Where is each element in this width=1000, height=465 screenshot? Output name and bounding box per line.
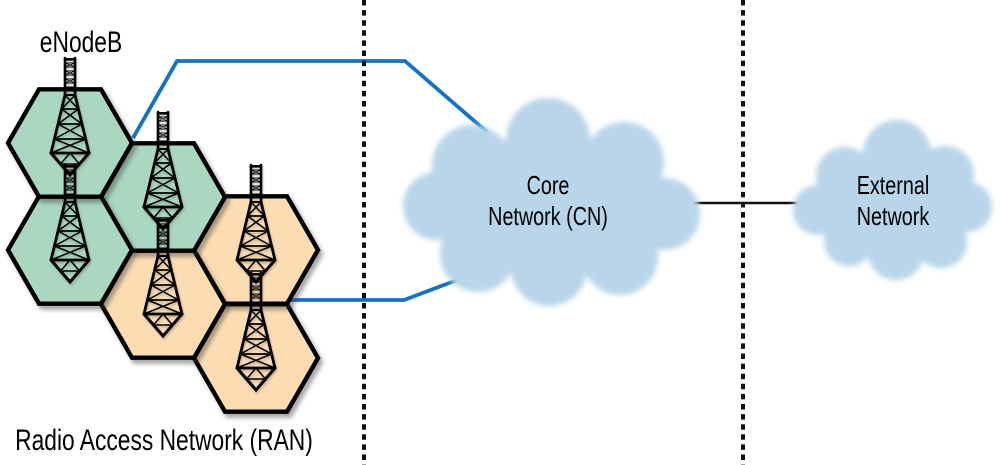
backhaul-link-bottom xyxy=(288,272,474,302)
external-network-cloud xyxy=(793,120,992,280)
boundary-dividers xyxy=(362,0,745,465)
backhaul-link-top xyxy=(131,59,489,139)
ran-label: Radio Access Network (RAN) xyxy=(15,424,313,457)
external-network-label-line1: External xyxy=(856,170,930,200)
external-network-label-line2: Network xyxy=(856,201,930,231)
external-network-label: External Network xyxy=(857,170,929,232)
core-network-label-line1: Core xyxy=(526,170,570,200)
core-network-label: Core Network (CN) xyxy=(488,170,608,232)
core-network-cloud xyxy=(403,98,700,306)
enodeb-label: eNodeB xyxy=(39,26,123,59)
core-network-label-line2: Network (CN) xyxy=(488,201,608,231)
backhaul-links xyxy=(131,59,489,302)
